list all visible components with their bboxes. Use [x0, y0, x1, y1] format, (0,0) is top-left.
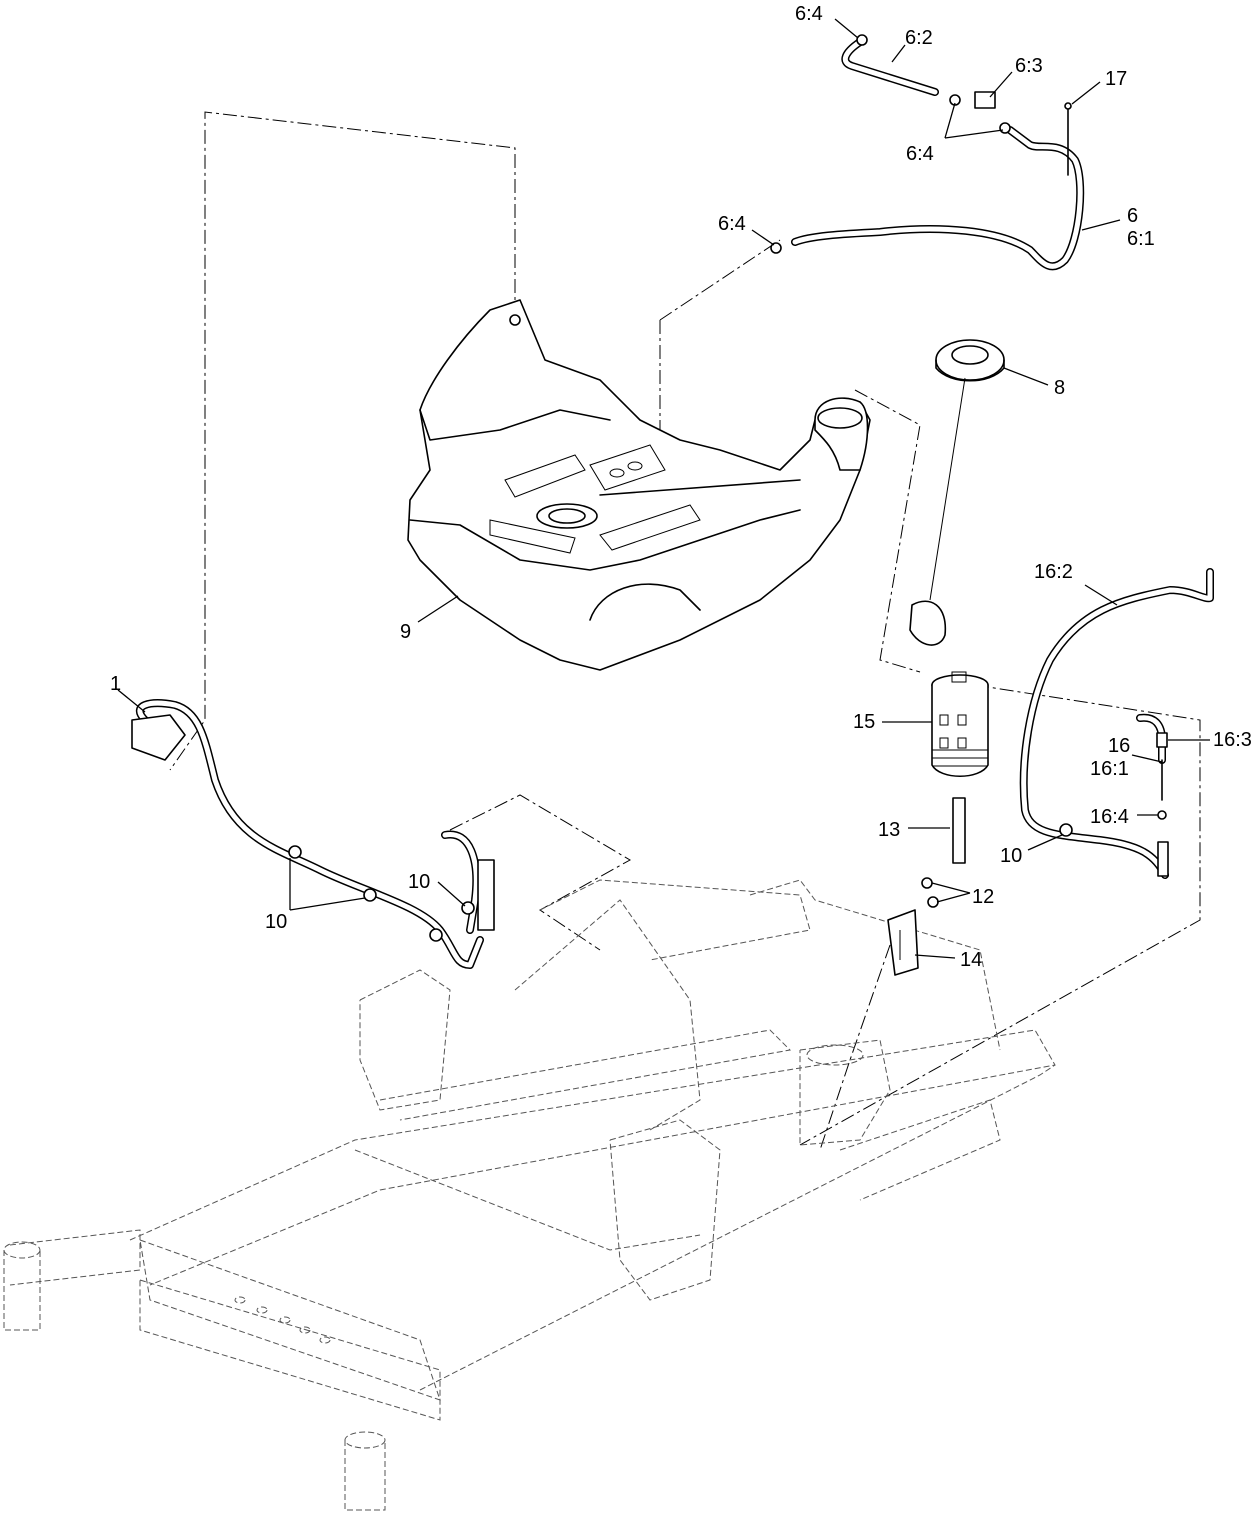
carbon-canister: [931, 671, 989, 777]
callout-16: 16: [1108, 735, 1130, 757]
callout-6-3: 6:3: [1015, 55, 1043, 77]
callout-16-2: 16:2: [1034, 561, 1073, 583]
vent-hose-assembly: [770, 34, 1085, 271]
callout-10-mid: 10: [408, 871, 430, 893]
mower-frame: [3, 879, 1056, 1511]
fuel-cap: [909, 339, 1005, 646]
callout-6-4-top: 6:4: [795, 3, 823, 25]
bracket-hardware: [887, 877, 939, 976]
fuel-tank: [407, 299, 871, 671]
callout-6-4-mid: 6:4: [906, 143, 934, 165]
callout-16-3: 16:3: [1213, 729, 1252, 751]
callout-6-4-left: 6:4: [718, 213, 746, 235]
callout-9: 9: [400, 621, 411, 643]
callout-6-2: 6:2: [905, 27, 933, 49]
callout-6-1: 6:1: [1127, 228, 1155, 250]
phantom-lines: [169, 111, 1201, 1151]
callout-13: 13: [878, 819, 900, 841]
leader-lines: [117, 18, 1210, 959]
callout-12: 12: [972, 886, 994, 908]
canister-hose: [1019, 568, 1214, 879]
callout-15: 15: [853, 711, 875, 733]
callouts: 6:4 6:2 6:3 17 6:4 6:4 6 6:1 8 9 16:2 1 …: [110, 3, 1252, 971]
callout-16-1: 16:1: [1090, 758, 1129, 780]
callout-8: 8: [1054, 377, 1065, 399]
callout-10-right: 10: [1000, 845, 1022, 867]
callout-10-left: 10: [265, 911, 287, 933]
callout-6: 6: [1127, 205, 1138, 227]
callout-16-4: 16:4: [1090, 806, 1129, 828]
callout-14: 14: [960, 949, 982, 971]
callout-17: 17: [1105, 68, 1127, 90]
fuel-hose: [131, 699, 495, 969]
callout-1: 1: [110, 673, 121, 695]
tube: [952, 797, 966, 864]
